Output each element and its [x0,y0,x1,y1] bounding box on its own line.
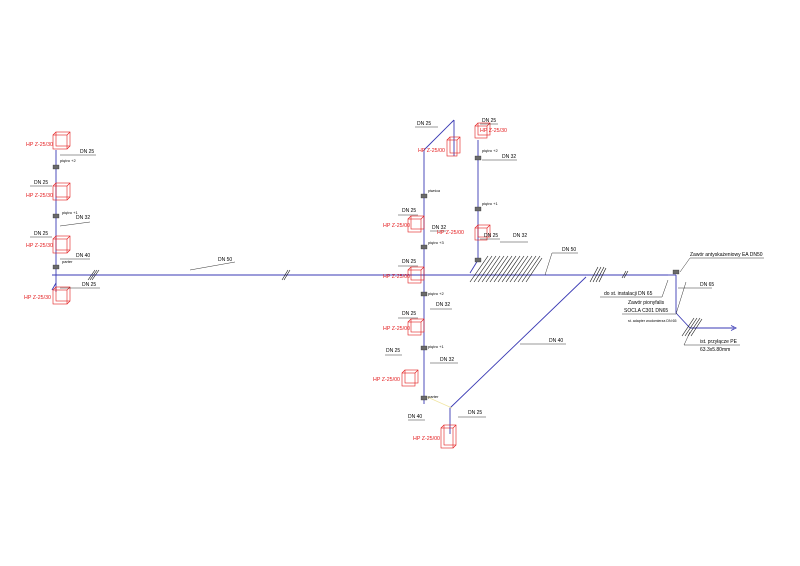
text-labels: HP Z-25/30 DN 25 piętro +2 DN 25 HP Z-25… [24,118,763,442]
dn-label-center-4: DN 32 [436,302,450,308]
radiator-left-2 [52,182,71,201]
valve-center-2 [420,244,428,250]
radiator-label-top-center: HP Z-25/00 [418,148,445,154]
floor-label-center-3: piętro +3 [428,240,444,245]
radiator-label-center-1: HP Z-25/00 [383,223,410,229]
dn-label-left-3: DN 32 [76,215,90,221]
dn-label-center-1: DN 25 [402,208,416,214]
dn-label-center-2: DN 32 [432,225,446,231]
to-installation-label: do st. instalacji DN 65 [604,291,653,297]
radiator-center-3 [407,318,425,336]
radiator-center-1 [407,215,425,233]
dn-label-left-2: DN 25 [34,180,48,186]
service-diagonal-pipe [675,312,691,329]
dn-label-left-1: DN 25 [80,149,94,155]
radiator-label-bottom: HP Z-25/00 [413,436,440,442]
radiator-right-2 [474,224,491,241]
dn-label-main-left: DN 50 [218,257,232,263]
radiator-right-1 [474,122,491,139]
dn-label-left-6: DN 25 [82,282,96,288]
dn-label-center-top: DN 25 [417,121,431,127]
radiator-label-center-2: HP Z-25/00 [383,274,410,280]
valve-center-5 [420,395,428,401]
radiator-label-left-4: HP Z-25/30 [24,295,51,301]
hatch-left [87,269,100,281]
hatch-large [469,255,543,283]
dn-label-main-right: DN 50 [562,247,576,253]
radiator-label-right-2: HP Z-25/00 [437,230,464,236]
connection-label-2: 63.3x5.80mm [700,347,730,353]
floor-label-center-2: piętro +2 [428,291,444,296]
hatch-right [589,266,607,283]
floor-label-left-1: piętro +1 [62,210,78,215]
dn-label-bottom: DN 25 [468,410,482,416]
water-meter-label: st. adapter wodomierza DN 65 [628,319,677,323]
valve-center-1 [420,193,428,199]
anti-pollution-valve-label: Zawór antyskażeniowy EA DN50 [690,252,763,258]
radiator-label-left-1: HP Z-25/30 [26,142,53,148]
hatch-small [621,270,629,279]
dn-label-right-2: DN 32 [502,154,516,160]
radiator-left-1 [52,131,71,150]
floor-label-right-2: piętro +2 [482,148,498,153]
floor-label-right-1: piętro +1 [482,201,498,206]
hatched-sections [87,255,703,337]
radiator-left-4 [52,286,71,305]
radiator-label-left-2: HP Z-25/30 [26,193,53,199]
dn-label-left-5: DN 40 [76,253,90,259]
floor-label-left-2: piętro +2 [60,158,76,163]
hatch-middle [281,269,291,281]
radiator-center-2 [407,266,425,284]
right-riser-connector [469,259,479,274]
radiator-label-right-1: HP Z-25/30 [480,128,507,134]
floor-label-center-basement: piwnica [428,189,440,193]
connection-label-1: ist. przyłącze PE [700,339,738,345]
radiator-center-4 [401,369,419,387]
valve-left-3 [52,264,60,270]
radiators [52,122,491,449]
diagonal-dn40-pipe [449,276,587,409]
valve-service [672,269,680,275]
floor-label-center-0: parter [428,394,439,399]
dn-label-center-7: DN 32 [440,357,454,363]
valve-right-1 [474,155,482,161]
valve-center-4 [420,345,428,351]
valve-center-3 [420,291,428,297]
central-riser-top-diagonal [423,119,455,151]
dn-label-center-8: DN 40 [408,414,422,420]
radiator-label-center-3: HP Z-25/00 [383,326,410,332]
bottom-valve-label-1: Zawór pionyfalis [628,300,665,306]
radiator-left-3 [52,235,71,254]
dn-label-diagonal: DN 40 [549,338,563,344]
diagonal-return-pipe [424,395,453,409]
dn-label-right-top: DN 25 [482,118,496,124]
valve-right-2 [474,206,482,212]
valve-left-1 [52,164,60,170]
left-riser-branch [51,282,57,291]
dn-label-right-3: DN 25 [484,233,498,239]
dn-label-center-6: DN 25 [386,348,400,354]
valve-left-2 [52,213,60,219]
leader-lines [30,123,764,421]
radiator-bottom [440,424,457,449]
floor-label-center-1: piętro +1 [428,344,444,349]
floor-label-left-0: parter [62,259,73,264]
valve-right-3 [474,257,482,263]
dn-label-service: DN 65 [700,282,714,288]
radiator-top-center [446,136,461,157]
service-arrow [730,325,738,331]
bottom-valve-label-2: SOCLA C301 DN65 [624,308,668,314]
dn-label-right-4: DN 32 [513,233,527,239]
radiator-label-center-4: HP Z-25/00 [373,377,400,383]
dn-label-center-3: DN 25 [402,259,416,265]
radiator-label-left-3: HP Z-25/30 [26,243,53,249]
valves [52,155,680,401]
dn-label-center-5: DN 25 [402,311,416,317]
dn-label-left-4: DN 25 [34,231,48,237]
hatch-connection [681,317,703,337]
